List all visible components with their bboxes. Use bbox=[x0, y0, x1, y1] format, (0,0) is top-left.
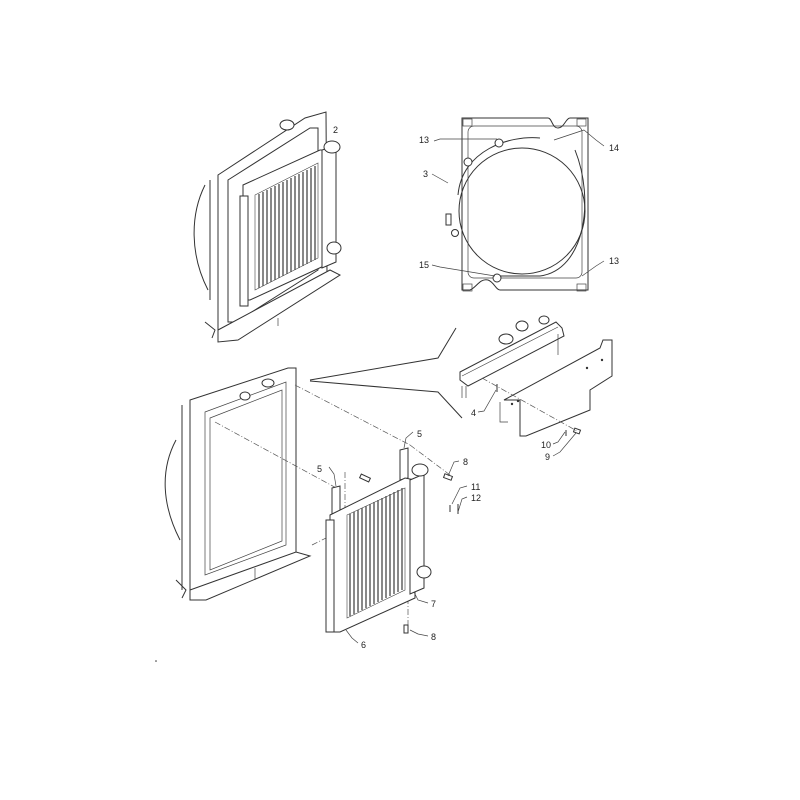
callout-7: 7 bbox=[431, 599, 437, 609]
leader-lines-cooler bbox=[328, 431, 468, 644]
callout-5-left: 5 bbox=[317, 464, 323, 474]
callout-15: 15 bbox=[419, 260, 430, 270]
callout-8-bottom: 8 bbox=[431, 632, 437, 642]
detail-view-header bbox=[309, 315, 613, 437]
oil-cooler-view bbox=[325, 447, 459, 634]
fan-shroud-view bbox=[445, 117, 589, 292]
stray-mark bbox=[155, 660, 157, 662]
callout-4: 4 bbox=[471, 408, 477, 418]
assembled-radiator-view bbox=[193, 111, 342, 343]
callout-11: 11 bbox=[471, 482, 481, 492]
callout-13-top: 13 bbox=[419, 135, 430, 145]
callout-5-right: 5 bbox=[417, 429, 423, 439]
callout-12: 12 bbox=[471, 493, 482, 503]
callout-14: 14 bbox=[609, 143, 620, 153]
callout-3: 3 bbox=[423, 169, 429, 179]
callout-6: 6 bbox=[361, 640, 367, 650]
frame-view bbox=[164, 367, 312, 601]
callout-8-top: 8 bbox=[463, 457, 469, 467]
callout-13-bottom: 13 bbox=[609, 256, 620, 266]
leader-lines-shroud bbox=[431, 129, 605, 277]
callout-9: 9 bbox=[545, 452, 551, 462]
callout-2: 2 bbox=[333, 125, 339, 135]
callout-10: 10 bbox=[541, 440, 552, 450]
leader-lines-detail bbox=[477, 389, 577, 457]
